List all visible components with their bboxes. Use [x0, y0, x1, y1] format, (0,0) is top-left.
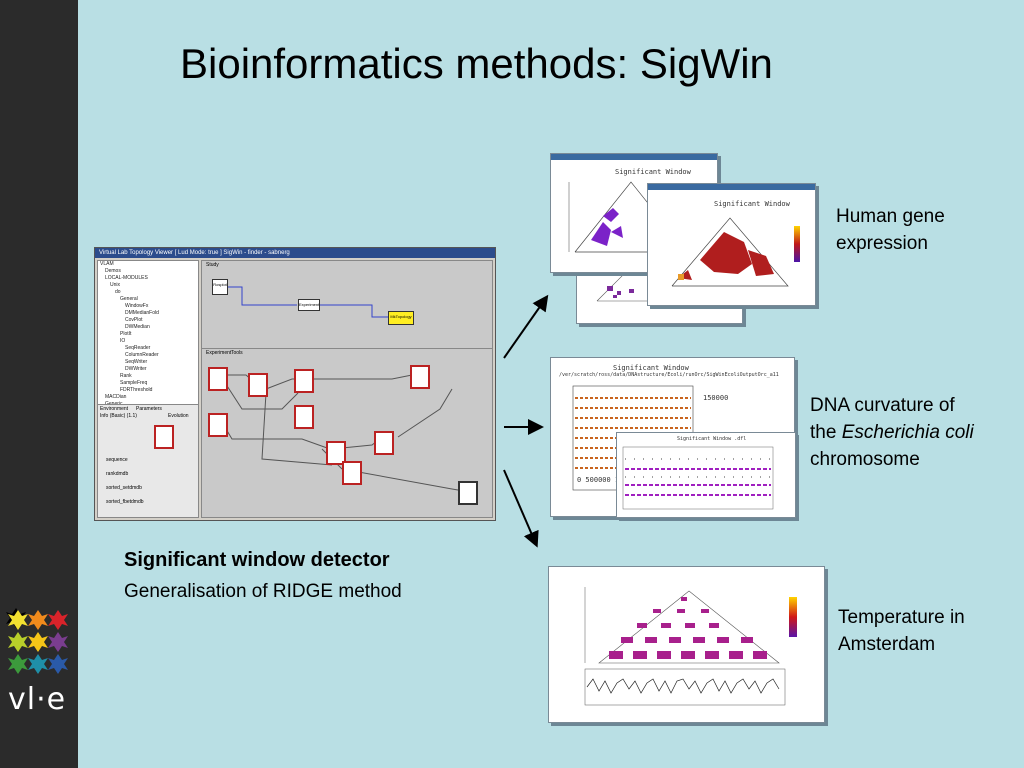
tree-item[interactable]: Unix: [110, 282, 121, 288]
tree-item[interactable]: WindowFx: [125, 303, 149, 309]
arrows: [503, 294, 549, 548]
arrow-up-icon: [503, 294, 549, 359]
panel-tab-environment: Environment: [100, 406, 129, 412]
dna-plot-title: Significant Window: [613, 364, 689, 372]
colorbar-icon: [794, 226, 800, 262]
plot-titlebar: [551, 154, 717, 160]
tree-item[interactable]: DWWriter: [125, 366, 147, 372]
label-dna-line3: chromosome: [810, 449, 920, 470]
tree-item[interactable]: SeqReader: [125, 345, 151, 351]
dna-inset-marks: [622, 446, 774, 510]
label-temperature: Temperature in Amsterdam: [838, 607, 965, 655]
output-icon: [458, 481, 478, 505]
gene-plot-window-2: Significant Window: [647, 183, 816, 306]
app-window-title: Virtual Lab Topology Viewer [ Lud Mode: …: [95, 248, 495, 258]
panel-row: rankdmdb: [106, 471, 129, 477]
tree-item[interactable]: Demos: [105, 268, 121, 274]
label-human-gene: Human gene expression: [836, 206, 945, 254]
gene-plot-2-marks: [671, 217, 800, 287]
module-icon: [294, 369, 314, 393]
module-icon: [208, 367, 228, 391]
tree-item[interactable]: DMMedianFold: [125, 310, 159, 316]
module-icon: [208, 413, 228, 437]
module-icon: [326, 441, 346, 465]
plot-title: Significant Window: [714, 200, 790, 208]
experiment-links: [219, 374, 465, 492]
label-ecoli: Escherichia coli: [841, 422, 974, 443]
panel-tab-parameters: Parameters: [136, 406, 162, 412]
tree-item[interactable]: FDRThreshold: [120, 387, 153, 393]
dna-plot-inset: Significant Window .dfl: [616, 432, 796, 518]
module-icon: [410, 365, 430, 389]
label-dna-line2: the: [810, 422, 842, 443]
experiment-canvas: Experiment Tools: [201, 348, 493, 518]
temperature-plot-window: [548, 566, 825, 723]
study-links: [224, 286, 397, 318]
vle-logo-icon: [6, 608, 68, 674]
tree-item[interactable]: SampleFreq: [120, 380, 148, 386]
module-icon: [342, 461, 362, 485]
dna-inset-title: Significant Window .dfl: [677, 436, 747, 442]
dna-tick-y: 150000: [703, 394, 729, 402]
plot-title: Significant Window: [615, 168, 691, 176]
tree-item[interactable]: LOCAL-MODULES: [105, 275, 148, 281]
tree-item[interactable]: CovPlot: [125, 317, 143, 323]
tab-experiment: Experiment: [206, 350, 232, 356]
arrow-down-icon: [503, 469, 539, 548]
panel-header-info: Info (Basic) (1.1): [100, 413, 137, 419]
node-experiment: Experiment: [298, 299, 320, 311]
slide-title: Bioinformatics methods: SigWin: [180, 40, 773, 87]
tree-item[interactable]: General: [120, 296, 138, 302]
portlet-icon: [154, 425, 174, 449]
temperature-plot-marks: [584, 587, 797, 706]
tree-item[interactable]: PlotIt: [120, 331, 132, 337]
node-mktopology: MkTopology: [388, 311, 414, 325]
label-dna-line1: DNA curvature of: [810, 395, 955, 416]
tab-tools: Tools: [231, 350, 243, 356]
module-icon: [248, 373, 268, 397]
tree-item[interactable]: ColumnReader: [125, 352, 159, 358]
tree-item[interactable]: IO: [120, 338, 126, 344]
panel-row: sorted_fbetdmdb: [106, 499, 144, 505]
node-rosplot: Rosplot: [212, 279, 228, 295]
tree-item[interactable]: MACDian: [105, 394, 127, 400]
tree-item[interactable]: VLAM: [100, 261, 114, 267]
tree-item[interactable]: do: [115, 289, 121, 295]
caption-subtitle: Generalisation of RIDGE method: [124, 581, 402, 602]
tree-item[interactable]: Rank: [120, 373, 132, 379]
app-screenshot: Virtual Lab Topology Viewer [ Lud Mode: …: [94, 247, 496, 521]
panel-row: sequence: [106, 457, 128, 463]
tree-item[interactable]: SeqWriter: [125, 359, 148, 365]
tab-study: Study: [206, 262, 219, 268]
property-panel: Environment Parameters Info (Basic) (1.1…: [97, 404, 199, 518]
panel-header-evolution: Evolution: [168, 413, 189, 419]
logo-text: vl·e: [8, 682, 67, 717]
panel-row: sorted_setdmdb: [106, 485, 142, 491]
study-canvas: Study Rosplot Experiment MkTopology: [201, 260, 493, 352]
temperature-colorbar-icon: [789, 597, 797, 637]
dna-plot-path: /ver/scratch/ross/data/DNAstructure/Ecol…: [559, 372, 779, 378]
module-icon: [294, 405, 314, 429]
caption-title: Significant window detector: [124, 549, 390, 571]
plot-titlebar: [648, 184, 815, 190]
label-dna-curvature: DNA curvature of the Escherichia coli ch…: [810, 392, 1020, 473]
module-icon: [374, 431, 394, 455]
tree-item[interactable]: DWMedian: [125, 324, 150, 330]
